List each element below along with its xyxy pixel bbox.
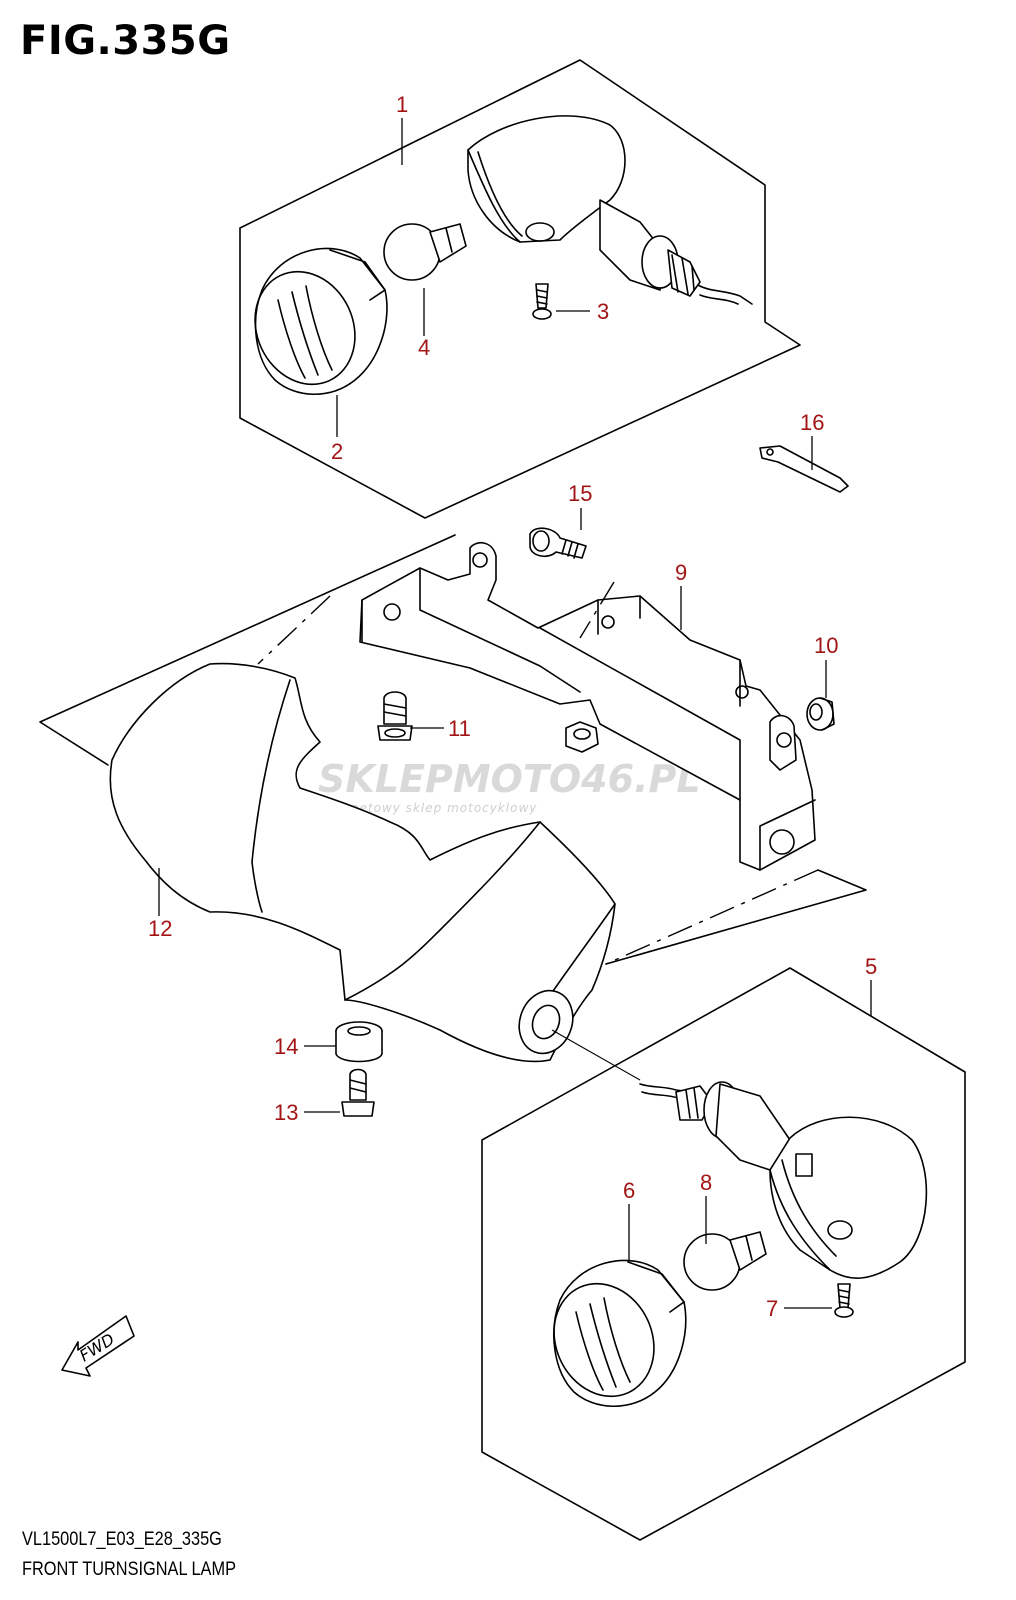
lower-lens bbox=[553, 1259, 687, 1408]
callout-16: 16 bbox=[800, 410, 824, 435]
grommet bbox=[806, 697, 835, 731]
headlight-cover bbox=[109, 662, 616, 1063]
callout-8: 8 bbox=[700, 1170, 712, 1195]
callout-numbers: 1 2 3 4 5 6 7 8 9 10 11 12 13 14 15 16 bbox=[148, 92, 877, 1321]
mount-bracket bbox=[359, 541, 816, 871]
footer-code: VL1500L7_E03_E28_335G bbox=[22, 1529, 222, 1550]
callout-11: 11 bbox=[448, 716, 471, 741]
hex-nut bbox=[565, 721, 599, 753]
callout-leaders bbox=[158, 118, 872, 1309]
callout-5: 5 bbox=[865, 954, 877, 979]
watermark-tagline: internetowy sklep motocyklowy bbox=[318, 801, 537, 815]
upper-group-frame bbox=[239, 59, 801, 519]
fwd-badge: FWD bbox=[61, 1315, 135, 1377]
callout-2: 2 bbox=[331, 439, 343, 464]
upper-housing bbox=[467, 115, 753, 305]
upper-screw bbox=[532, 283, 552, 320]
callout-1: 1 bbox=[396, 92, 408, 117]
upper-lens bbox=[254, 247, 388, 396]
rubber-grommet bbox=[335, 1021, 383, 1063]
callout-6: 6 bbox=[623, 1178, 635, 1203]
lower-bulb bbox=[683, 1231, 767, 1291]
callout-12: 12 bbox=[148, 916, 172, 941]
lower-screw bbox=[834, 1283, 854, 1318]
socket-bolt bbox=[529, 527, 587, 559]
lower-lamp-assembly bbox=[481, 967, 966, 1541]
upper-bulb bbox=[383, 223, 467, 281]
watermark: SKLEPMOTO46.PL internetowy sklep motocyk… bbox=[318, 757, 701, 815]
callout-15: 15 bbox=[568, 481, 592, 506]
upper-lamp-assembly bbox=[239, 59, 801, 519]
callout-14: 14 bbox=[274, 1034, 298, 1059]
footer: VL1500L7_E03_E28_335G FRONT TURNSIGNAL L… bbox=[22, 1525, 236, 1585]
callout-7: 7 bbox=[766, 1296, 778, 1321]
watermark-brand: SKLEPMOTO46.PL bbox=[318, 757, 701, 801]
figure-title: FIG.335G bbox=[20, 18, 231, 64]
lower-housing bbox=[639, 1081, 928, 1279]
callout-13: 13 bbox=[274, 1100, 298, 1125]
clamp-band bbox=[759, 445, 849, 493]
reference-lines bbox=[39, 534, 867, 1081]
callout-10: 10 bbox=[814, 633, 838, 658]
callout-4: 4 bbox=[418, 335, 430, 360]
mount-screw bbox=[341, 1068, 375, 1117]
lower-group-frame bbox=[481, 967, 966, 1541]
callout-9: 9 bbox=[675, 560, 687, 585]
flange-bolt bbox=[377, 691, 413, 741]
footer-caption: FRONT TURNSIGNAL LAMP bbox=[22, 1559, 236, 1580]
callout-3: 3 bbox=[597, 299, 609, 324]
